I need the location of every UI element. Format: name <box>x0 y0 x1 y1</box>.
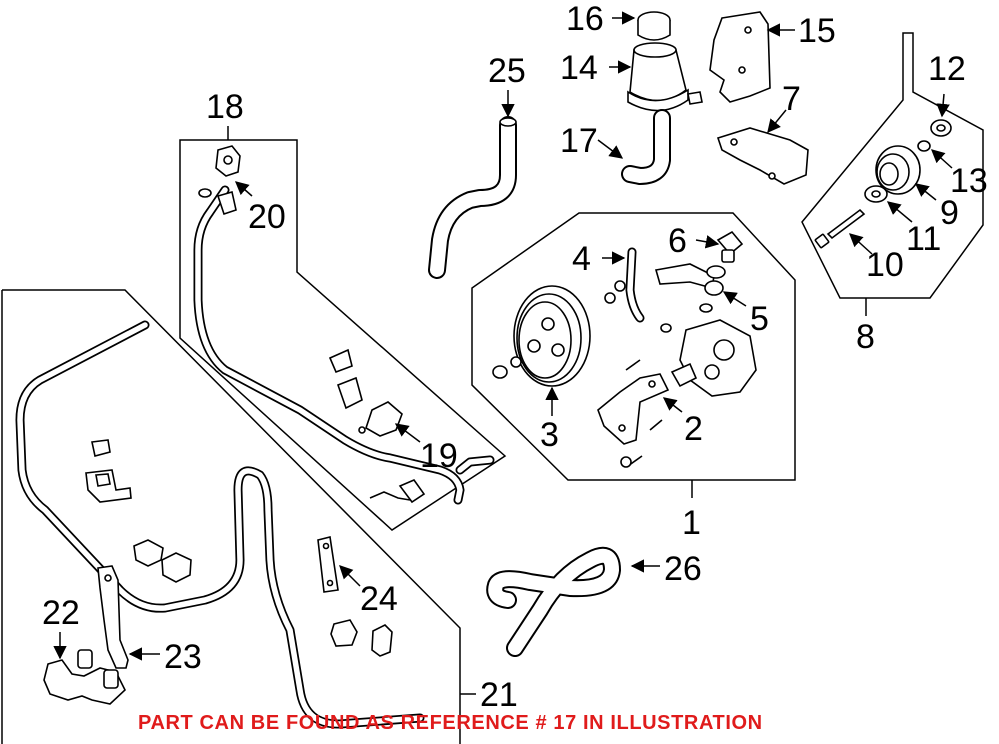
leader-12 <box>936 93 950 118</box>
part-5-fitting[interactable] <box>654 263 726 313</box>
part-21-pressure-pipe[interactable] <box>15 320 425 729</box>
leader-7 <box>767 109 787 134</box>
callout-22: 22 <box>42 594 80 632</box>
pipe-clip-middle[interactable] <box>133 539 192 583</box>
part-14-reservoir[interactable] <box>627 42 703 112</box>
leader-24 <box>339 565 361 587</box>
leader-11 <box>886 201 913 223</box>
part-15-bracket[interactable] <box>709 11 771 103</box>
part-13-spacer[interactable] <box>917 140 931 152</box>
callout-26: 26 <box>664 550 702 588</box>
part-24-clip[interactable] <box>317 536 393 657</box>
part-6-fitting[interactable] <box>716 230 744 263</box>
callout-5: 5 <box>750 300 769 338</box>
callout-9: 9 <box>940 194 959 232</box>
callout-15: 15 <box>798 12 836 50</box>
leader-19 <box>394 423 421 443</box>
callout-13: 13 <box>950 162 988 200</box>
part-17-hose[interactable] <box>621 109 671 185</box>
callout-25: 25 <box>488 52 526 90</box>
callout-14: 14 <box>560 49 598 87</box>
pipe-clip-upper[interactable] <box>85 439 132 503</box>
leader-6 <box>695 235 720 249</box>
callout-11: 11 <box>906 220 941 258</box>
callout-19: 19 <box>420 437 458 475</box>
part-23-bracket[interactable] <box>97 565 129 669</box>
callout-8: 8 <box>856 318 875 356</box>
callout-2: 2 <box>684 410 703 448</box>
part-11-washer[interactable] <box>864 185 888 203</box>
callout-7: 7 <box>782 80 801 118</box>
group-21-outline <box>2 289 461 744</box>
callout-23: 23 <box>164 638 202 676</box>
callout-4: 4 <box>572 240 591 278</box>
part-9-idler-pulley[interactable] <box>875 145 921 195</box>
part-19-clamp[interactable] <box>328 348 426 504</box>
callout-1: 1 <box>682 504 701 542</box>
leader-5 <box>722 291 747 307</box>
part-16-cap[interactable] <box>637 11 671 41</box>
part-20-fitting[interactable] <box>198 145 241 216</box>
part-10-bolt[interactable] <box>814 208 866 249</box>
part-26-hose[interactable] <box>486 546 621 657</box>
group-1-outline <box>471 212 796 481</box>
callout-20: 20 <box>248 198 286 236</box>
reference-note: PART CAN BE FOUND AS REFERENCE # 17 IN I… <box>138 712 763 734</box>
callout-24: 24 <box>360 580 398 618</box>
callout-17: 17 <box>560 122 598 160</box>
part-2-bracket[interactable] <box>597 373 670 445</box>
callout-10: 10 <box>866 246 904 284</box>
part-3-pulley[interactable] <box>492 285 591 387</box>
part-7-bracket[interactable] <box>716 127 809 185</box>
leader-13 <box>930 149 953 169</box>
pump-body[interactable] <box>670 319 757 397</box>
callout-16: 16 <box>566 0 604 38</box>
part-22-clamp[interactable] <box>43 649 126 705</box>
part-18-return-hose[interactable] <box>193 185 495 505</box>
callout-12: 12 <box>928 50 966 88</box>
callout-3: 3 <box>540 416 559 454</box>
part-12-washer[interactable] <box>930 119 952 137</box>
group-18-outline <box>179 139 507 531</box>
bolts-group-1[interactable] <box>604 280 663 468</box>
callout-6: 6 <box>668 222 687 260</box>
part-4-tube[interactable] <box>625 247 672 333</box>
leader-17 <box>597 139 624 159</box>
callout-18: 18 <box>206 88 244 126</box>
leader-2 <box>662 397 683 413</box>
leader-9 <box>914 183 937 201</box>
callout-21: 21 <box>480 676 518 714</box>
part-25-hose[interactable] <box>428 116 517 279</box>
leader-20 <box>234 181 253 197</box>
leader-10 <box>849 233 873 255</box>
